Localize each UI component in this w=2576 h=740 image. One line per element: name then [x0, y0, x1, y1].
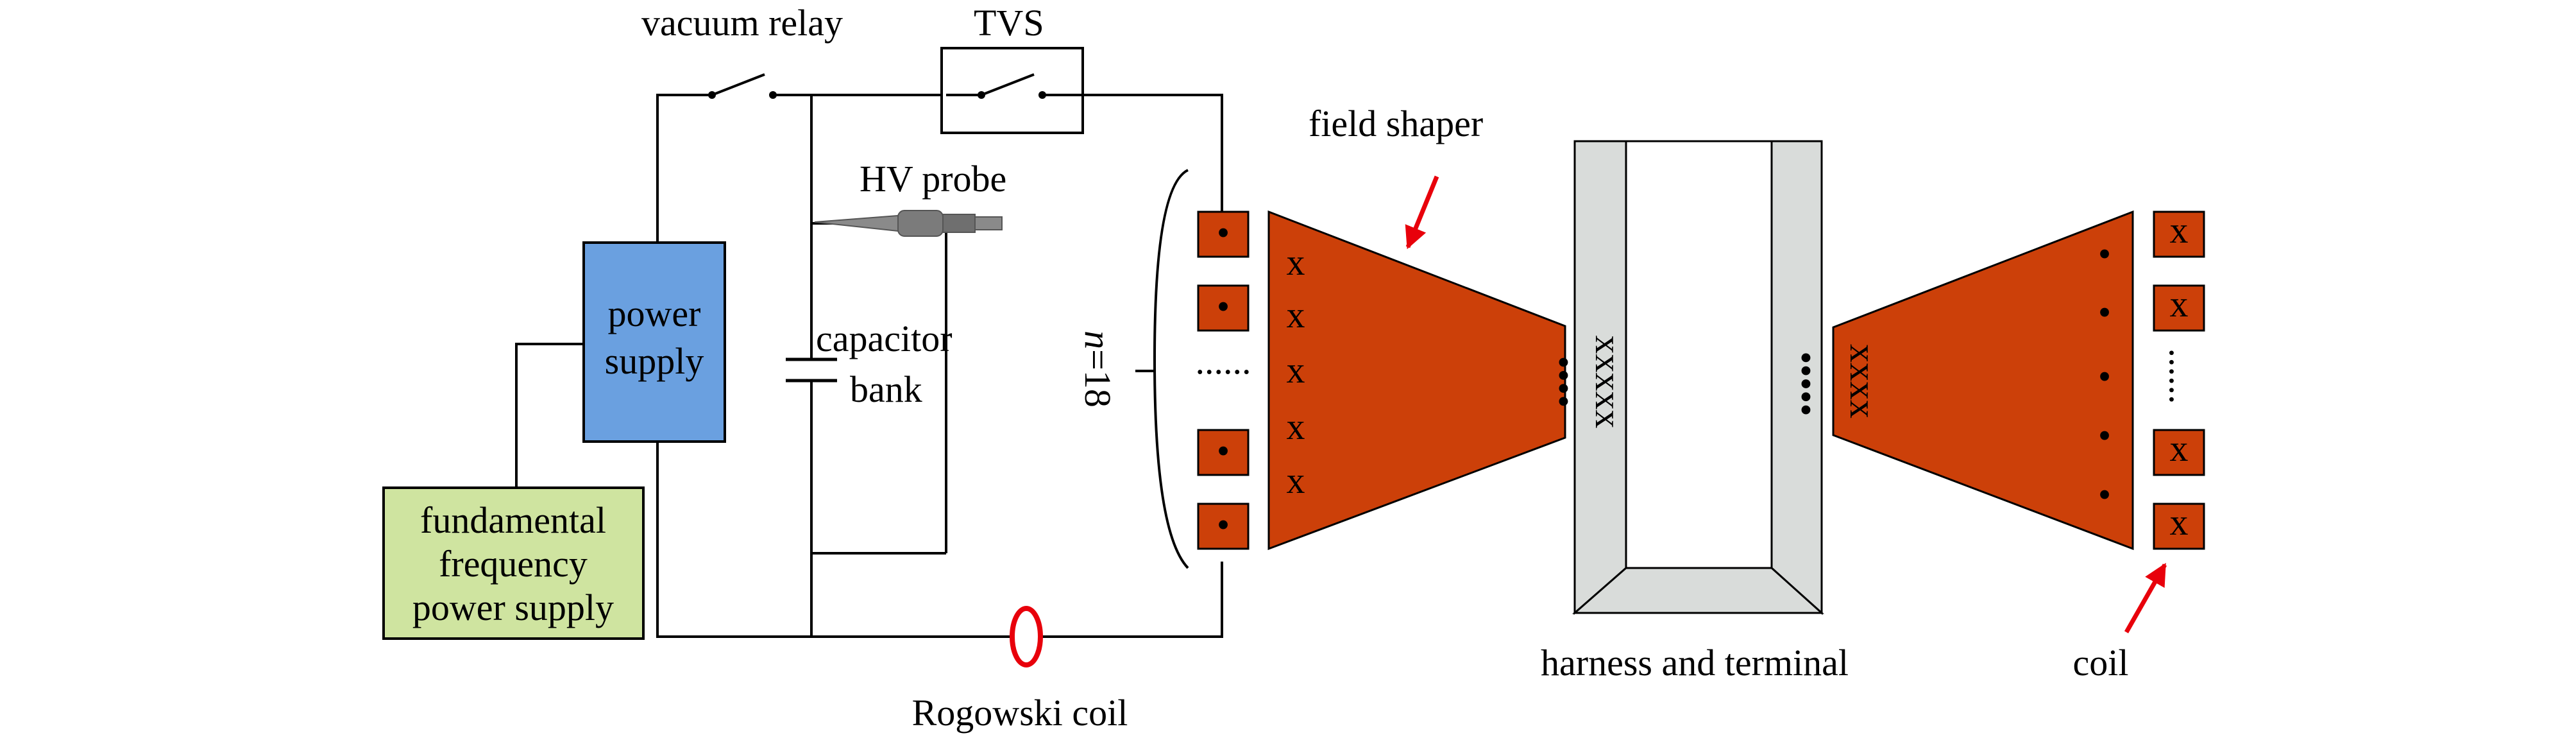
- right-coil-mark-2: x: [2170, 283, 2189, 325]
- rogowski-coil-symbol: [1010, 606, 1043, 667]
- left-coil-column: • • ...... • •: [1135, 169, 1251, 569]
- fundamental-label-line1: fundamental: [420, 499, 606, 541]
- n-label-n: n: [1077, 331, 1119, 349]
- field-shaper-left: x x x x x ••••: [1267, 210, 1584, 551]
- field-shaper-arrow: [1405, 175, 1439, 250]
- harness-and-terminal-label: harness and terminal: [1541, 642, 1849, 684]
- shaper-right-dot-5: •: [2098, 474, 2111, 515]
- left-coil-mark-1: •: [1217, 212, 1230, 254]
- n-equals-18-label: n=18: [1077, 331, 1119, 408]
- field-shaper-label: field shaper: [1309, 103, 1483, 144]
- right-coil-mark-1: x: [2170, 209, 2189, 251]
- shaper-right-dot-4: •: [2098, 415, 2111, 456]
- tvs-switch: [940, 47, 1084, 134]
- shaper-right-dot-3: •: [2098, 356, 2111, 397]
- right-coil-ellipsis: ......: [2162, 348, 2203, 404]
- left-coil-mark-4: •: [1217, 504, 1230, 546]
- svg-text:n=18: n=18: [1077, 331, 1119, 408]
- hv-probe: [814, 210, 1003, 237]
- hv-probe-label: HV probe: [860, 158, 1006, 200]
- right-coil-column: x x ...... x x: [2153, 209, 2205, 550]
- shaper-right-dot-1: •: [2098, 233, 2111, 275]
- power-supply-label-line2: supply: [605, 340, 704, 382]
- power-supply-box: power supply: [582, 241, 726, 443]
- fundamental-label-line3: power supply: [412, 587, 614, 628]
- shaper-left-cross-1: x: [1287, 241, 1305, 283]
- fundamental-power-supply-box: fundamental frequency power supply: [382, 486, 645, 640]
- left-coil-mark-2: •: [1217, 286, 1230, 327]
- left-coil-mark-3: •: [1217, 430, 1230, 472]
- capacitor-symbol: [786, 357, 837, 383]
- vacuum-relay-label: vacuum relay: [641, 2, 843, 44]
- left-coil-ellipsis: ......: [1196, 340, 1251, 382]
- field-shaper-right: xxxx • • • • •: [1832, 210, 2134, 551]
- rogowski-coil-label: Rogowski coil: [912, 692, 1128, 734]
- vacuum-relay-switch: [708, 73, 777, 99]
- harness-right-dots: •••••: [1785, 351, 1827, 417]
- shaper-right-crosses: xxxx: [1842, 344, 1884, 418]
- harness-left-crosses: xxxxx: [1588, 336, 1629, 429]
- shaper-left-cross-4: x: [1287, 406, 1305, 447]
- coil-label: coil: [2073, 642, 2129, 684]
- coil-arrow: [2124, 562, 2167, 633]
- tvs-label: TVS: [974, 2, 1044, 44]
- capacitor-bank-label-line1: capacitor: [816, 318, 953, 359]
- power-supply-label-line1: power: [608, 293, 701, 334]
- harness-and-terminal: xxxxx •••••: [1572, 140, 1827, 615]
- capacitor-bank-label-line2: bank: [850, 368, 922, 410]
- shaper-left-cross-2: x: [1287, 294, 1305, 336]
- shaper-right-dot-2: •: [2098, 291, 2111, 333]
- shaper-left-cross-3: x: [1287, 349, 1305, 391]
- right-coil-mark-3: x: [2170, 427, 2189, 469]
- right-coil-mark-4: x: [2170, 501, 2189, 543]
- fundamental-label-line2: frequency: [439, 543, 588, 585]
- n-label-rest: =18: [1077, 349, 1119, 408]
- shaper-left-cross-5: x: [1287, 460, 1305, 501]
